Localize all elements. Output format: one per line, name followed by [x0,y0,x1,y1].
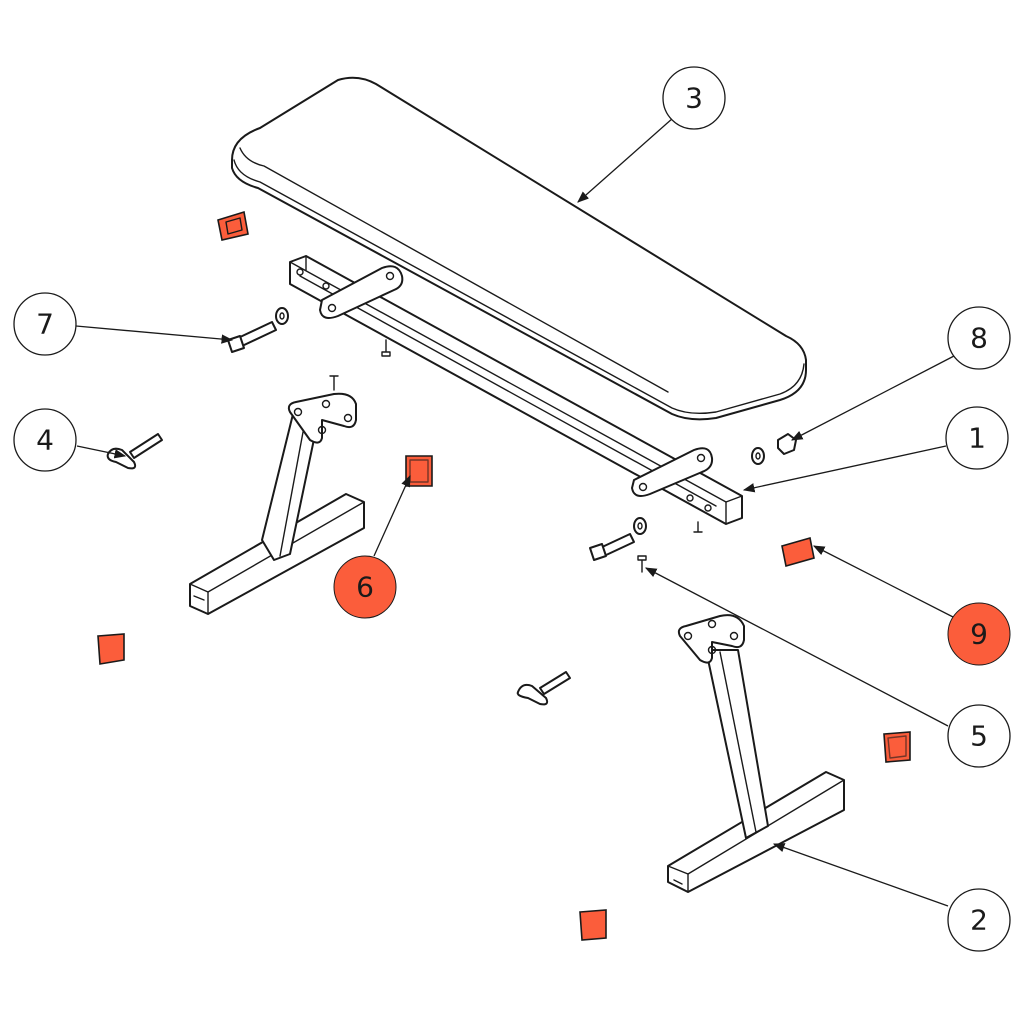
callout-6-circle [333,555,397,619]
callout-2-circle [947,888,1011,952]
callout-4: 4 [13,408,77,472]
callout-8-circle [947,306,1011,370]
callout-9-label: 9 [970,618,988,651]
callout-7: 7 [13,292,77,356]
end-cap-beam [781,536,815,568]
callout-9-circle [947,602,1011,666]
bolt-rear [589,517,647,561]
callout-1: 1 [945,406,1009,470]
main-beam [289,255,743,533]
callout-8: 8 [947,306,1011,370]
t-knob-pin-rear [516,671,571,706]
callout-7-circle [13,292,77,356]
callout-5-circle [947,704,1011,768]
leader-lines [75,117,956,907]
callout-6-label: 6 [356,571,374,604]
front-leg [189,375,365,615]
callout-3-circle [662,66,726,130]
callout-5: 5 [947,704,1011,768]
callout-3: 3 [662,66,726,130]
end-caps [97,210,911,941]
t-knob-pin-front [106,433,163,470]
rear-leg [667,614,845,893]
screw [637,555,647,573]
callout-1-circle [945,406,1009,470]
callout-1-label: 1 [968,422,986,455]
bolt-front [227,307,289,353]
callout-4-circle [13,408,77,472]
callout-2: 2 [947,888,1011,952]
callout-8-label: 8 [970,322,988,355]
callout-6: 6 [333,555,397,619]
seat-pad [231,76,807,421]
callout-9: 9 [947,602,1011,666]
callout-2-label: 2 [970,904,988,937]
end-cap-square-front [405,455,433,487]
end-cap-foot-rear [579,909,607,941]
end-cap-foot-front [97,633,125,665]
callout-4-label: 4 [36,424,54,457]
end-cap-seat [217,210,249,241]
callout-3-label: 3 [685,82,703,115]
end-cap-square-rear [883,731,911,763]
callout-7-label: 7 [36,308,54,341]
callout-5-label: 5 [970,720,988,753]
nut [751,433,797,465]
